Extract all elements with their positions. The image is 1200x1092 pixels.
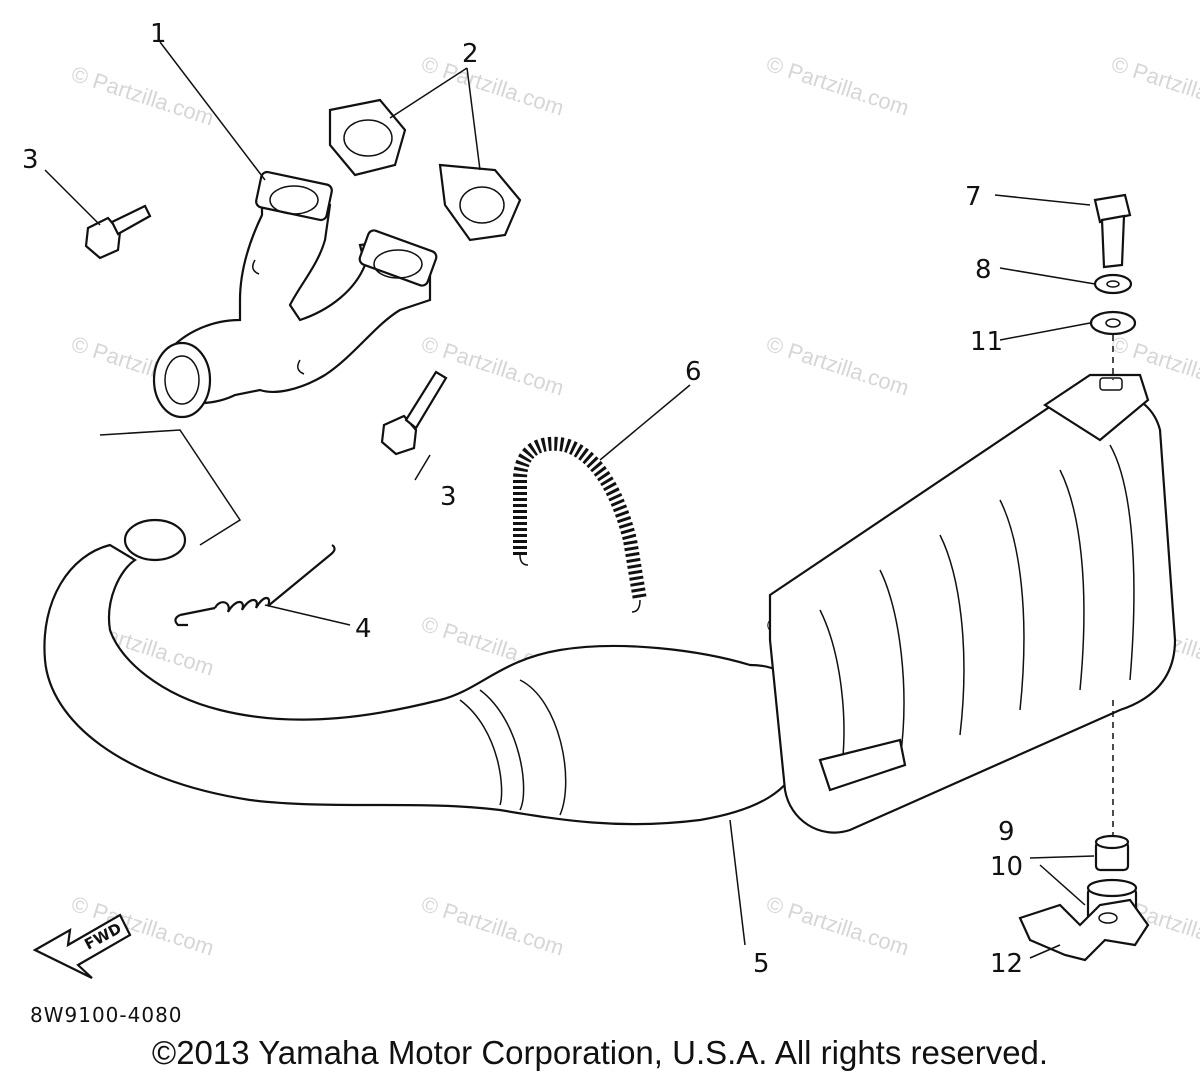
gasket-part	[328, 98, 522, 242]
callout-9: 9	[998, 817, 1015, 847]
watermark: © Partzilla.com	[68, 61, 217, 131]
callout-5: 5	[753, 949, 770, 979]
muffler-part	[43, 373, 1177, 834]
leader-lines	[44, 41, 1096, 959]
exhaust-manifold-part	[152, 170, 438, 419]
callout-12: 12	[990, 949, 1023, 979]
callout-11: 11	[970, 327, 1003, 357]
callout-3: 3	[22, 145, 39, 175]
callout-3-lower: 3	[440, 482, 457, 512]
callout-labels: 1 2 3 3 4 5 6 7 8 9 10 11 12	[22, 19, 1023, 979]
callout-8: 8	[975, 255, 992, 285]
bracket-part	[1018, 898, 1150, 962]
watermark: © Partzilla.com	[763, 51, 912, 121]
watermark: © Partzilla.com	[763, 331, 912, 401]
long-spring-part	[513, 436, 647, 613]
spring-part	[174, 544, 336, 627]
callout-1: 1	[150, 19, 167, 49]
callout-10: 10	[990, 852, 1023, 882]
forward-arrow-icon: FWD	[32, 913, 132, 979]
copyright-notice: ©2013 Yamaha Motor Corporation, U.S.A. A…	[151, 1034, 1049, 1071]
mount-bolt-part	[1089, 193, 1137, 850]
bolt-part	[84, 204, 448, 456]
callout-2: 2	[462, 39, 479, 69]
watermark: © Partzilla.com	[763, 891, 912, 961]
watermark: © Partzilla.com	[418, 331, 567, 401]
diagram-code: 8W9100-4080	[30, 1003, 183, 1027]
watermark: © Partzilla.com	[418, 891, 567, 961]
callout-7: 7	[965, 182, 982, 212]
watermark: © Partzilla.com	[1108, 51, 1200, 121]
callout-6: 6	[685, 357, 702, 387]
callout-4: 4	[355, 614, 372, 644]
